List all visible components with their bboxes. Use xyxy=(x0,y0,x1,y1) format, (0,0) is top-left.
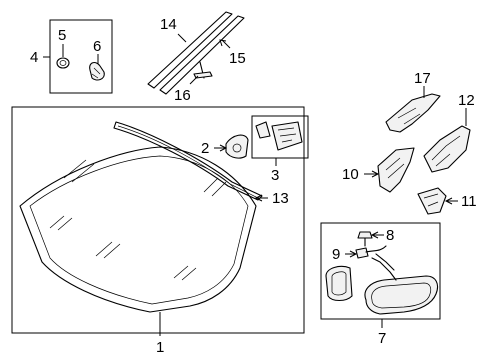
clip-group: 5 6 xyxy=(49,19,113,94)
grommet-inner xyxy=(59,60,67,66)
callout-11-arrowhead xyxy=(444,197,453,205)
callout-13-arrowhead xyxy=(254,194,263,202)
grommet-outer xyxy=(56,57,70,69)
bracket-group-box xyxy=(251,115,309,159)
callout-2: 2 xyxy=(201,140,209,157)
callout-12: 12 xyxy=(458,92,475,109)
end-cap-trim xyxy=(417,187,447,215)
a-pillar-trim-panel xyxy=(423,125,471,173)
glass-reflection-line xyxy=(57,217,73,231)
callout-10-arrowhead xyxy=(371,170,380,178)
mirror-mount-arm xyxy=(371,253,397,281)
pillar-trim-bracket-detail xyxy=(397,107,421,125)
glass-reflection-line xyxy=(211,181,227,197)
callout-13: 13 xyxy=(272,190,289,207)
mirror-mount-cover xyxy=(325,265,353,302)
pillar-trim-bracket xyxy=(385,93,441,133)
windshield-glass-inner-edge xyxy=(29,155,249,305)
callout-6: 6 xyxy=(93,38,101,55)
mirror-wiring-connector xyxy=(355,247,369,259)
glass-reflection-line xyxy=(181,267,197,281)
windshield-upper-molding xyxy=(113,121,263,201)
callout-10: 10 xyxy=(342,166,359,183)
callout-8: 8 xyxy=(386,227,394,244)
glass-reflection-line xyxy=(95,241,113,257)
mirror-housing xyxy=(364,275,439,315)
callout-7: 7 xyxy=(378,330,386,347)
mirror-wiring xyxy=(365,245,387,253)
roof-molding-group xyxy=(147,11,245,95)
retainer-clip-detail xyxy=(91,67,101,79)
windshield-upper-molding-inner xyxy=(117,125,259,199)
windshield-glass xyxy=(19,146,257,313)
callout-16-leader xyxy=(189,75,199,85)
callout-14: 14 xyxy=(160,16,177,33)
windshield-assembly-group xyxy=(11,106,305,334)
callout-3: 3 xyxy=(271,167,279,184)
rear-view-mirror-group xyxy=(320,222,441,320)
callout-16: 16 xyxy=(174,87,191,104)
molding-fastener-head xyxy=(193,71,213,79)
mirror-mount-screw-head xyxy=(357,231,373,239)
glass-reflection-line xyxy=(203,177,219,193)
mirror-mount-button xyxy=(225,134,249,159)
glass-reflection-line xyxy=(71,163,95,183)
glass-reflection-line xyxy=(103,243,121,259)
callout-15: 15 xyxy=(229,50,246,67)
glass-reflection-line xyxy=(63,159,87,179)
callout-15-arrowhead xyxy=(219,39,227,47)
sensor-bracket-right xyxy=(271,121,303,151)
roof-molding-strip-inner xyxy=(159,15,245,95)
mirror-mount-body xyxy=(225,134,249,159)
glass-reflection-line xyxy=(49,215,65,229)
callout-15-leader xyxy=(221,39,231,49)
callout-14-leader xyxy=(177,33,187,43)
callout-8-arrowhead xyxy=(370,231,379,239)
callout-5: 5 xyxy=(58,27,66,44)
a-pillar-trim-panel-detail xyxy=(431,135,461,167)
glass-reflection-line xyxy=(173,265,189,279)
callout-2-arrowhead xyxy=(219,144,228,152)
sensor-bracket-group xyxy=(251,115,309,159)
corner-trim-cover-detail xyxy=(385,157,405,179)
sensor-bracket-detail xyxy=(277,127,297,143)
mirror-glass xyxy=(371,282,432,309)
corner-trim-cover xyxy=(377,147,415,193)
mirror-mount-cover-opening xyxy=(331,271,347,296)
callout-4: 4 xyxy=(30,49,38,66)
callout-11: 11 xyxy=(461,193,477,210)
callout-9-arrowhead xyxy=(349,250,358,258)
end-cap-trim-detail xyxy=(423,193,439,207)
mirror-group-box xyxy=(320,222,441,320)
windshield-group-box xyxy=(11,106,305,334)
callout-9: 9 xyxy=(332,246,340,263)
sensor-bracket-left xyxy=(255,121,271,139)
mirror-mount-hole xyxy=(232,143,242,153)
callout-17: 17 xyxy=(414,70,431,87)
roof-molding-strip-outer xyxy=(147,11,233,89)
callout-1: 1 xyxy=(156,339,164,356)
